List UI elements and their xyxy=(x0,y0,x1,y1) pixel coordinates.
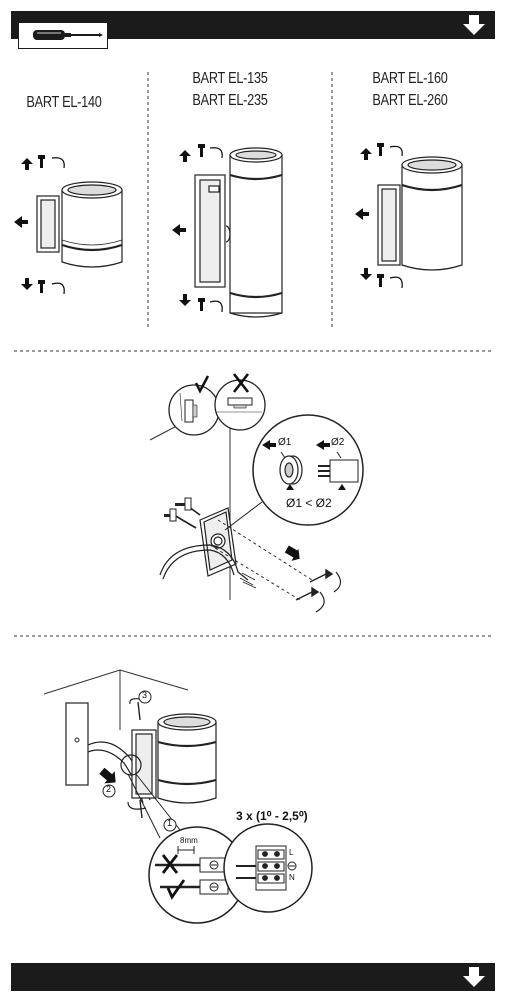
cross-mark-icon xyxy=(161,854,179,874)
rotate-arrow-icon xyxy=(315,591,325,613)
rotate-arrow-icon xyxy=(127,801,147,810)
arrow-down-icon xyxy=(360,268,372,280)
step-number-2: 2 xyxy=(106,784,112,794)
arrow-left-icon xyxy=(172,224,186,236)
arrow-down-icon xyxy=(21,278,33,290)
arrow-up-icon xyxy=(338,484,346,490)
screw-icon xyxy=(137,701,141,721)
wrong-orientation-circle xyxy=(214,379,266,431)
lamp-el135-illustration xyxy=(194,147,283,318)
arrow-icon xyxy=(284,545,300,561)
check-mark-icon xyxy=(166,879,186,900)
check-mark-icon xyxy=(194,375,210,394)
wall-bracket xyxy=(199,507,237,577)
screw-icon xyxy=(377,274,384,287)
arrow-up-icon xyxy=(179,150,191,162)
screw-icon xyxy=(377,143,384,156)
rotate-arrow-icon xyxy=(51,282,65,295)
arrow-down-icon xyxy=(463,15,485,35)
arrow-down-icon xyxy=(179,294,191,306)
rotate-arrow-icon xyxy=(333,571,342,593)
bracket-vertical xyxy=(184,399,194,423)
arrow-left-icon xyxy=(316,440,330,450)
strip-length-label: 8mm xyxy=(180,836,198,845)
step-number-3: 3 xyxy=(142,690,148,700)
correct-orientation-circle xyxy=(168,384,220,436)
screw-icon xyxy=(295,568,334,601)
model-label-col2: BART EL-135 BART EL-235 xyxy=(192,70,268,109)
arrow-up-icon xyxy=(21,158,33,170)
terminal-l-label: L xyxy=(289,848,294,857)
footer-bar xyxy=(11,963,495,991)
lamp-el160-illustration xyxy=(377,156,463,271)
cable-end-detail xyxy=(318,459,359,483)
cross-mark-icon xyxy=(232,373,250,393)
arrow-left-icon xyxy=(262,440,276,450)
rotate-arrow-icon xyxy=(51,157,65,169)
wall-edge xyxy=(149,397,231,441)
model-label-col1: BART EL-140 xyxy=(26,94,102,111)
arrow-down-icon xyxy=(463,967,485,987)
diameter-1-label: Ø1 xyxy=(278,437,292,448)
step-number-1: 1 xyxy=(167,818,173,828)
screw-icon xyxy=(164,497,201,529)
terminal-detail-circle xyxy=(223,823,313,913)
bracket-horizontal xyxy=(227,397,253,406)
arrow-up-icon xyxy=(360,148,372,160)
wall-junction-plate xyxy=(65,702,89,786)
zoom-ring xyxy=(120,754,142,776)
rotate-arrow-icon xyxy=(389,145,403,157)
model-label-col3: BART EL-160 BART EL-260 xyxy=(372,70,448,109)
rotate-arrow-icon xyxy=(209,300,223,313)
arrow-left-icon xyxy=(14,216,28,228)
terminal-n-label: N xyxy=(289,873,295,882)
diameter-relation-label: Ø1 < Ø2 xyxy=(286,496,332,510)
terminal-block-right xyxy=(255,845,287,891)
screwdriver-icon xyxy=(33,30,103,40)
diameter-2-label: Ø2 xyxy=(331,437,345,448)
cable xyxy=(159,544,249,581)
ground-icon xyxy=(287,861,297,871)
screwdriver-tool-box xyxy=(18,22,108,49)
cable xyxy=(87,741,151,801)
section1-figures xyxy=(14,72,492,352)
lamp-el140-illustration xyxy=(36,181,123,268)
rotate-arrow-icon xyxy=(389,276,403,289)
rotate-arrow-icon xyxy=(209,147,223,159)
arrow-left-icon xyxy=(355,208,369,220)
screw-icon xyxy=(139,799,143,819)
lamp-installed-illustration xyxy=(131,713,217,804)
arrow-up-icon xyxy=(286,484,294,490)
cable-spec-label: 3 x (1⁰ - 2,5⁰) xyxy=(236,809,308,823)
screw-icon xyxy=(38,280,45,293)
screw-icon xyxy=(38,155,45,168)
terminal-block-left xyxy=(199,857,229,895)
screw-icon xyxy=(198,298,205,311)
screw-icon xyxy=(198,144,205,157)
grommet-detail xyxy=(279,455,303,485)
